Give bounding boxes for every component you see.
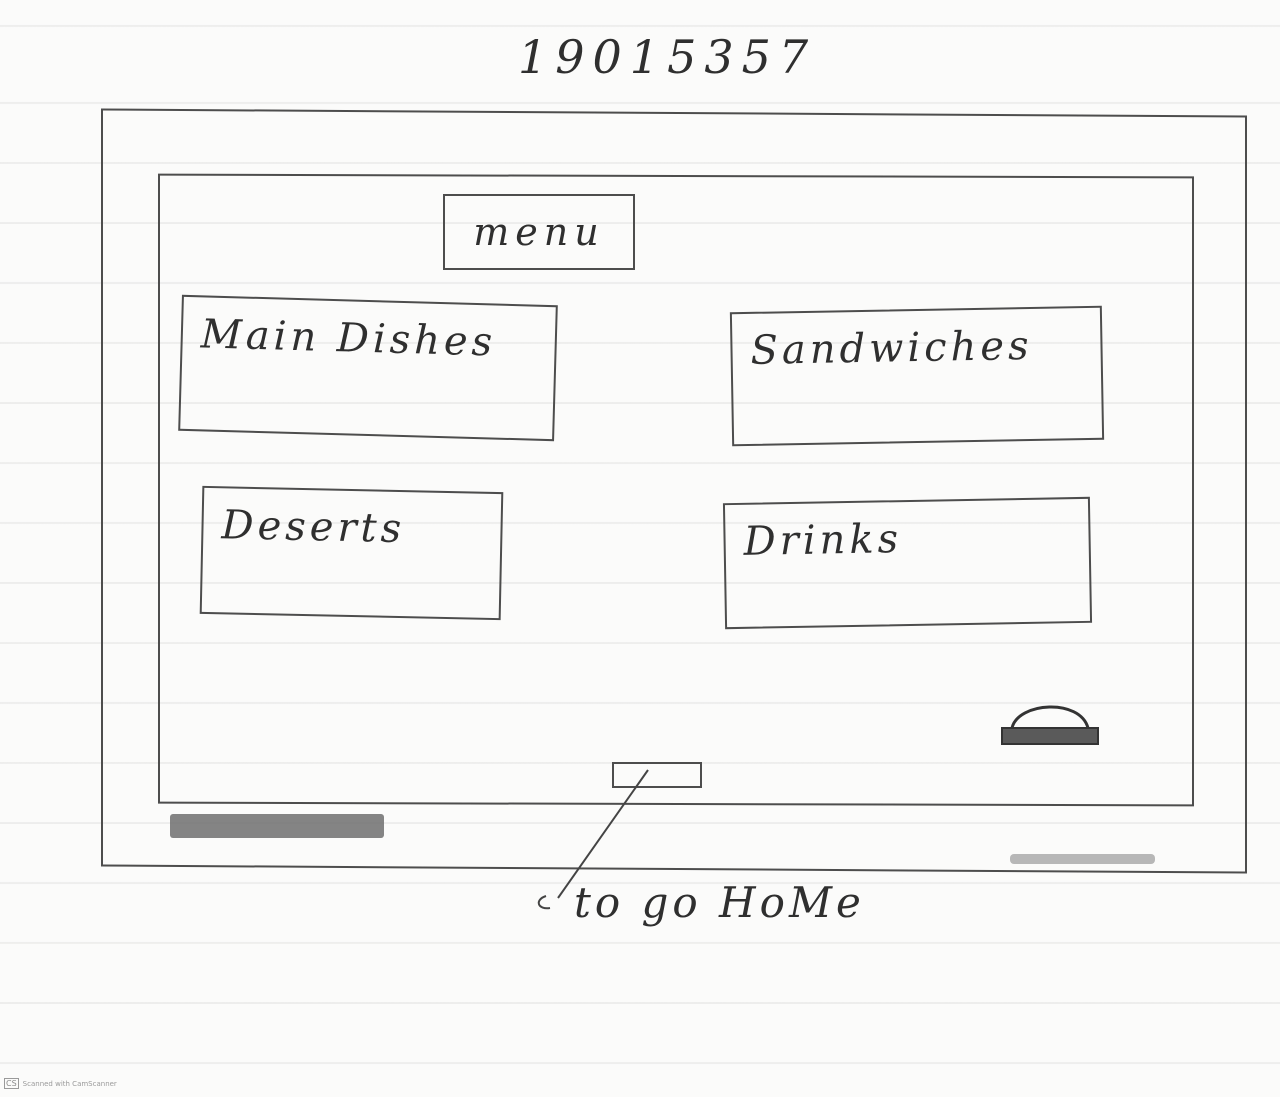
category-desserts[interactable]: Deserts [199, 485, 504, 621]
scanner-logo: CS [4, 1078, 19, 1089]
category-label: Deserts [221, 502, 406, 553]
signal-bar-icon [170, 814, 384, 838]
category-drinks[interactable]: Drinks [722, 496, 1093, 630]
annotation-text: to go HoMe [574, 878, 865, 927]
category-label: Sandwiches [750, 322, 1033, 374]
scanner-watermark: CS Scanned with CamScanner [4, 1078, 117, 1089]
category-main-dishes[interactable]: Main Dishes [178, 294, 558, 442]
menu-title-box: menu [443, 194, 635, 270]
home-button[interactable] [612, 762, 702, 788]
category-sandwiches[interactable]: Sandwiches [729, 305, 1105, 447]
frame-smudge [1010, 854, 1155, 864]
category-label: Main Dishes [200, 311, 497, 366]
menu-title: menu [473, 210, 605, 254]
scanner-text: Scanned with CamScanner [22, 1079, 117, 1088]
sheet-header-id: 19015357 [518, 30, 817, 84]
cart-icon[interactable] [1000, 694, 1100, 746]
annotation-arrow-icon [537, 769, 649, 910]
category-label: Drinks [743, 516, 903, 565]
